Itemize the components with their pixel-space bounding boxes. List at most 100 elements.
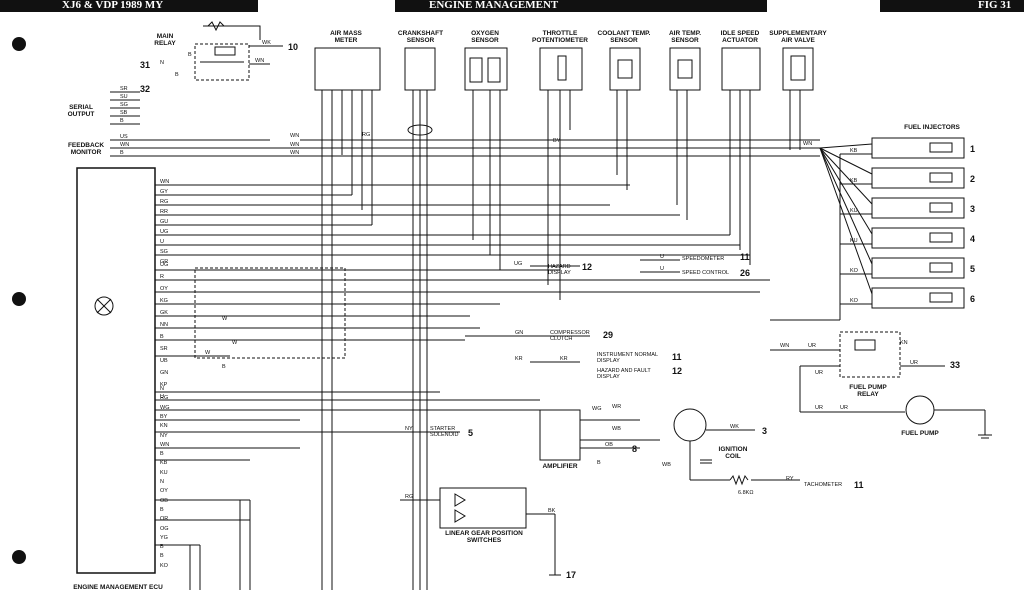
injector-number-5: 6 bbox=[970, 294, 976, 304]
serial-wire-0: SR bbox=[120, 86, 128, 92]
air-temp-sensor-label: AIR TEMP. SENSOR bbox=[668, 30, 702, 44]
wire-kr2: KR bbox=[560, 356, 568, 362]
ecu-wire-top-3: RR bbox=[160, 209, 168, 215]
serial-wire-2: SG bbox=[120, 102, 128, 108]
supplementary-air-valve-label: SUPPLEMENTARY AIR VALVE bbox=[769, 30, 827, 44]
wire-wb1: WB bbox=[612, 426, 621, 432]
wire-b: B bbox=[188, 52, 192, 58]
wire-u1: U bbox=[660, 254, 664, 260]
ecu-wire-low-19: KO bbox=[160, 562, 168, 569]
ref-29: 29 bbox=[603, 330, 614, 340]
wire-ob: OB bbox=[605, 442, 613, 448]
gear-switches-label: LINEAR GEAR POSITION SWITCHES bbox=[445, 530, 523, 544]
gear-switch-box bbox=[439, 487, 527, 529]
wire-wb2: WB bbox=[662, 462, 671, 468]
coolant-temp-sensor-label: COOLANT TEMP. SENSOR bbox=[597, 30, 651, 44]
ecu-wire-low-16: YG bbox=[160, 534, 168, 541]
ecu-box bbox=[76, 167, 156, 574]
wire-ur3: UR bbox=[815, 405, 823, 411]
ecu-wire-mid-2: OY bbox=[160, 286, 168, 292]
fuel-pump-motor bbox=[905, 395, 935, 425]
hazard-fault-label: HAZARD AND FAULT DISPLAY bbox=[597, 368, 651, 380]
fuel-pump-label: FUEL PUMP bbox=[901, 430, 939, 437]
wire-w2: W bbox=[232, 340, 238, 346]
idle-actuator-box bbox=[721, 47, 761, 91]
ecu-wire-low-9: KU bbox=[160, 469, 168, 476]
feedback-monitor-label: FEEDBACK MONITOR bbox=[67, 142, 105, 156]
amplifier-label: AMPLIFIER bbox=[542, 463, 578, 470]
injector-wire-4: KO bbox=[850, 268, 858, 274]
air-mass-meter-label: AIR MASS METER bbox=[330, 30, 362, 44]
ref-11b: 11 bbox=[672, 352, 682, 362]
serial-wire-3: SB bbox=[120, 110, 128, 116]
binder-hole-3 bbox=[12, 550, 26, 564]
wire-ug: UG bbox=[514, 261, 523, 267]
serial-output-label: SERIAL OUTPUT bbox=[67, 104, 95, 118]
throttle-potentiometer-label: THROTTLE POTENTIOMETER bbox=[532, 30, 588, 44]
wire-w1: W bbox=[222, 316, 228, 322]
wire-ny: NY bbox=[405, 426, 413, 432]
ecu-wire-mid-4: GK bbox=[160, 310, 168, 316]
serial-wire-4: B bbox=[120, 118, 124, 124]
compressor-clutch-label: COMPRESSOR CLUTCH bbox=[550, 330, 590, 342]
wire-ur5: UR bbox=[910, 360, 918, 366]
ecu-wire-top-2: RG bbox=[160, 199, 169, 205]
ref-32: 32 bbox=[140, 84, 151, 94]
wire-b2: B bbox=[222, 364, 226, 370]
ecu-wire-low-0: N bbox=[160, 386, 164, 392]
injector-wire-1: KB bbox=[850, 178, 858, 184]
oxygen-sensor-label: OXYGEN SENSOR bbox=[471, 30, 499, 44]
ecu-wire-mid-7: SR bbox=[160, 346, 168, 352]
injector-wire-5: KO bbox=[850, 298, 858, 304]
ref-5: 5 bbox=[468, 428, 474, 438]
resistor-value: 6.8KΩ bbox=[738, 490, 754, 496]
wire-kn: KN bbox=[900, 340, 908, 346]
injector-wire-3: KU bbox=[850, 238, 858, 244]
wire-rg: RG bbox=[362, 132, 371, 138]
ecu-label: ENGINE MANAGEMENT ECU bbox=[73, 584, 163, 591]
ref-12a: 12 bbox=[582, 262, 593, 272]
header-center-title: ENGINE MANAGEMENT bbox=[395, 0, 767, 12]
wire-wn4: WN bbox=[803, 141, 813, 147]
injector-group bbox=[871, 137, 965, 309]
instrument-normal-label: INSTRUMENT NORMAL DISPLAY bbox=[597, 352, 658, 364]
wire-u2: U bbox=[660, 266, 664, 272]
injector-number-1: 2 bbox=[970, 174, 976, 184]
ecu-wire-mid-10: KP bbox=[160, 382, 168, 388]
ecu-wire-mid-6: B bbox=[160, 334, 164, 340]
main-relay-box bbox=[194, 43, 250, 81]
ecu-wire-top-7: SG bbox=[160, 249, 168, 255]
ecu-wire-low-12: OB bbox=[160, 497, 168, 504]
ecu-wire-low-8: KB bbox=[160, 460, 168, 467]
ecu-wire-mid-3: KG bbox=[160, 298, 168, 304]
wire-wn1: WN bbox=[290, 133, 300, 139]
serial-wire-1: SU bbox=[120, 94, 128, 100]
feedback-wire-0: US bbox=[120, 134, 128, 140]
hazard-display-label: HAZARD DISPLAY bbox=[548, 264, 571, 276]
wire-w3: W bbox=[205, 350, 211, 356]
ecu-wire-low-11: OY bbox=[160, 488, 168, 495]
ecu-symbol bbox=[94, 296, 114, 316]
ref-11a: 11 bbox=[740, 252, 750, 262]
throttle-pot-box bbox=[539, 47, 583, 91]
wire-wr: WR bbox=[612, 404, 622, 410]
speedometer-label: SPEEDOMETER bbox=[682, 256, 725, 262]
fuel-injectors-label: FUEL INJECTORS bbox=[904, 124, 960, 131]
oxygen-sensor-box bbox=[464, 47, 508, 91]
wire-ry: RY bbox=[786, 476, 794, 482]
wire-rg-gear: RG bbox=[405, 494, 414, 500]
wire-wn2: WN bbox=[290, 142, 300, 148]
feedback-wire-2: B bbox=[120, 150, 124, 156]
injector-number-2: 3 bbox=[970, 204, 976, 214]
starter-solenoid-label: STARTER SOLENOID bbox=[430, 426, 459, 438]
wire-b3: B bbox=[175, 72, 179, 78]
fuel-pump-relay-box bbox=[839, 331, 901, 378]
speed-control-label: SPEED CONTROL bbox=[682, 270, 730, 276]
ecu-wire-low-1: RG bbox=[160, 395, 169, 402]
ignition-coil-circle bbox=[673, 408, 707, 442]
wire-bk: BK bbox=[548, 508, 556, 514]
ecu-wire-top-1: GY bbox=[160, 189, 168, 195]
ecu-wire-low-3: BY bbox=[160, 413, 168, 420]
